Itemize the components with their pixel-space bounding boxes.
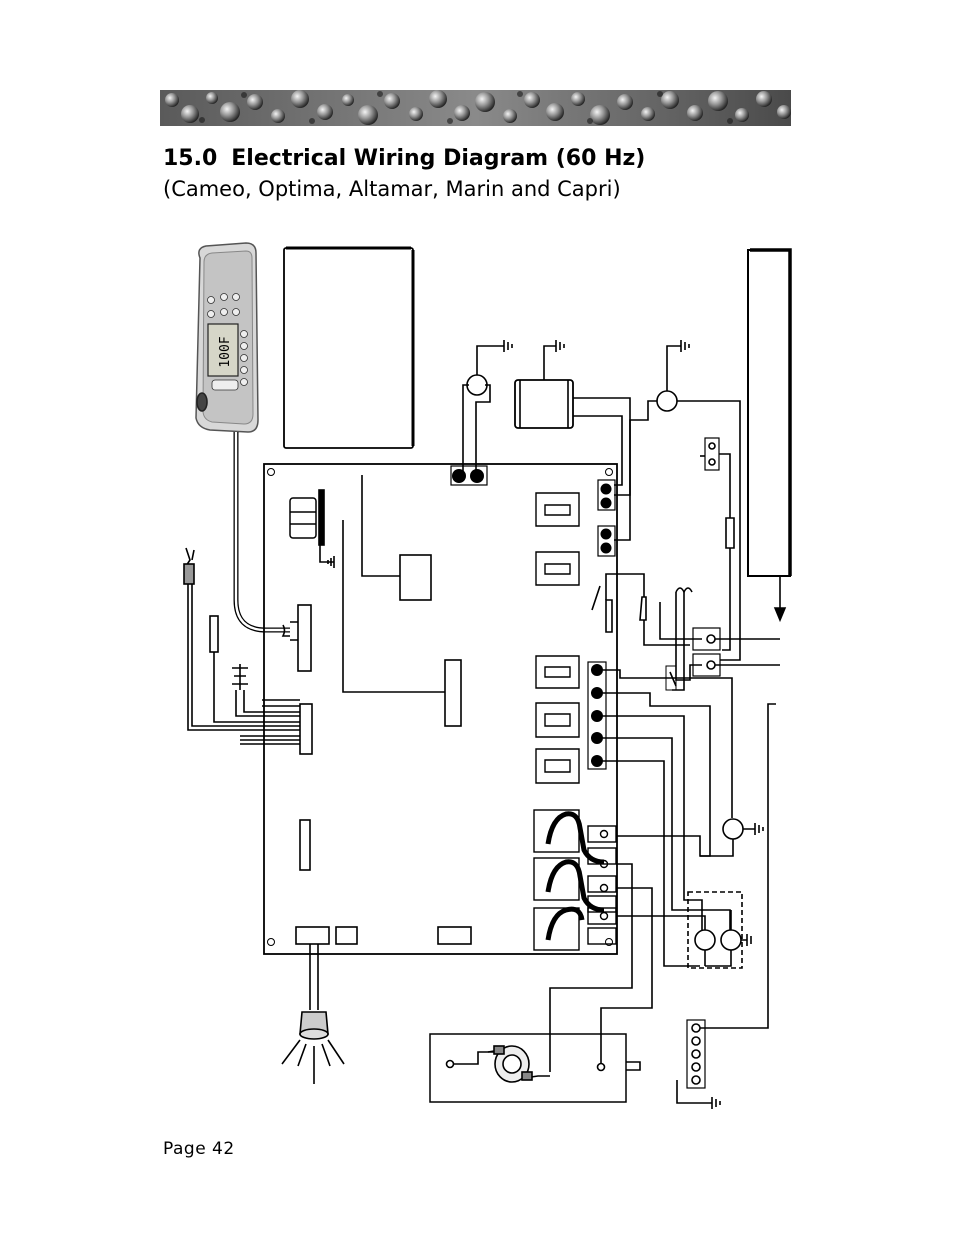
page-number: Page 42 <box>163 1139 235 1159</box>
ground-terminal-bar <box>676 703 776 1109</box>
main-circuit-board <box>263 463 618 955</box>
section-subtitle: (Cameo, Optima, Altamar, Marin and Capri… <box>163 177 621 201</box>
section-title: 15.0 Electrical Wiring Diagram (60 Hz) <box>163 143 803 175</box>
temperature-sensors <box>183 547 300 745</box>
topside-control-panel: 100F <box>195 242 290 633</box>
wiring-diagram: 100F <box>183 242 792 1109</box>
section-number: 15.0 <box>163 146 218 171</box>
circulation-pump-top <box>462 340 513 472</box>
pump-right <box>614 340 741 661</box>
side-panel-blank <box>283 247 414 449</box>
page-heading: 15.0 Electrical Wiring Diagram (60 Hz) (C… <box>163 143 803 203</box>
heater-sensors <box>605 437 780 691</box>
pump-wiring <box>603 669 764 967</box>
dual-pump-assembly <box>616 891 752 969</box>
ozone-generator <box>514 340 631 496</box>
blower-box <box>429 1033 641 1103</box>
water-droplet-banner <box>160 90 791 126</box>
display-readout: 100F <box>218 336 233 367</box>
section-title-text: Electrical Wiring Diagram (60 Hz) <box>231 146 646 171</box>
heater-assembly <box>747 248 792 623</box>
spa-light <box>281 944 345 1084</box>
